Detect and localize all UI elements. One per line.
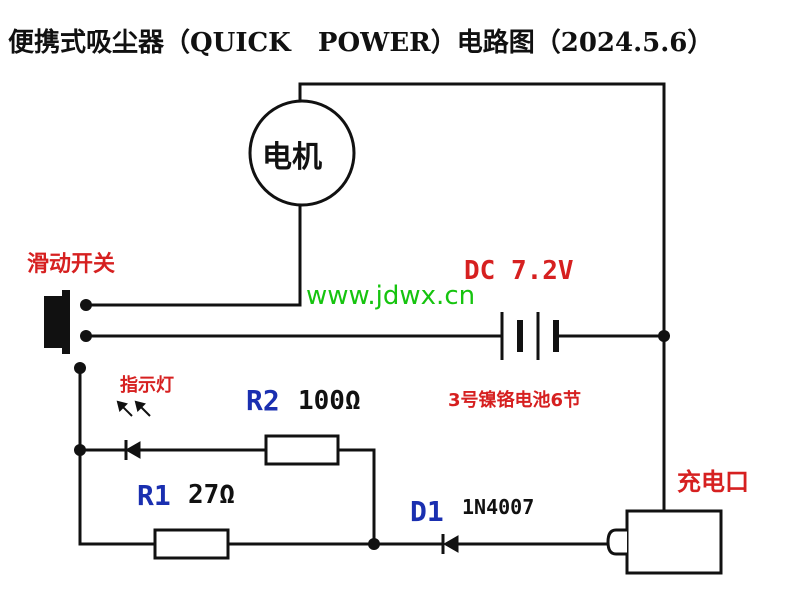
junction-led [74,444,86,456]
led-light-arrows [116,400,151,417]
motor-label: 电机 [262,140,322,175]
watermark-text: www.jdwx.cn [306,281,476,311]
charge-port-label: 充电口 [677,468,749,496]
wire-motor-switch [84,186,302,307]
r2-resistor [264,434,340,466]
switch-contact-2 [80,330,92,342]
battery-symbol [500,312,559,360]
junction-right-rail [658,330,670,342]
page-title: 便携式吸尘器（QUICK POWER）电路图（2024.5.6） [8,28,714,58]
switch-contact-1 [80,299,92,311]
switch-contact-3 [74,362,86,374]
battery-voltage-label: DC 7.2V [464,256,574,286]
r1-value-label: 27Ω [188,480,235,510]
slide-switch-label: 滑动开关 [27,252,116,277]
r2-name-label: R2 [246,384,280,417]
r1-resistor [153,528,230,560]
junction-r1-r2 [368,538,380,550]
r2-value-label: 100Ω [298,386,361,416]
slide-switch-knob [62,290,70,354]
charge-port-symbol [606,509,723,575]
d1-name-label: D1 [410,495,444,528]
r1-name-label: R1 [137,479,171,512]
led-symbol [124,440,141,460]
battery-note-label: 3号镍铬电池6节 [448,390,582,411]
d1-part-label: 1N4007 [462,495,535,519]
d1-diode-symbol [441,534,459,554]
motor-symbol [248,99,356,207]
wire-r2-right [336,448,376,546]
indicator-led-label: 指示灯 [120,375,174,396]
wire-left-rail [78,366,157,546]
